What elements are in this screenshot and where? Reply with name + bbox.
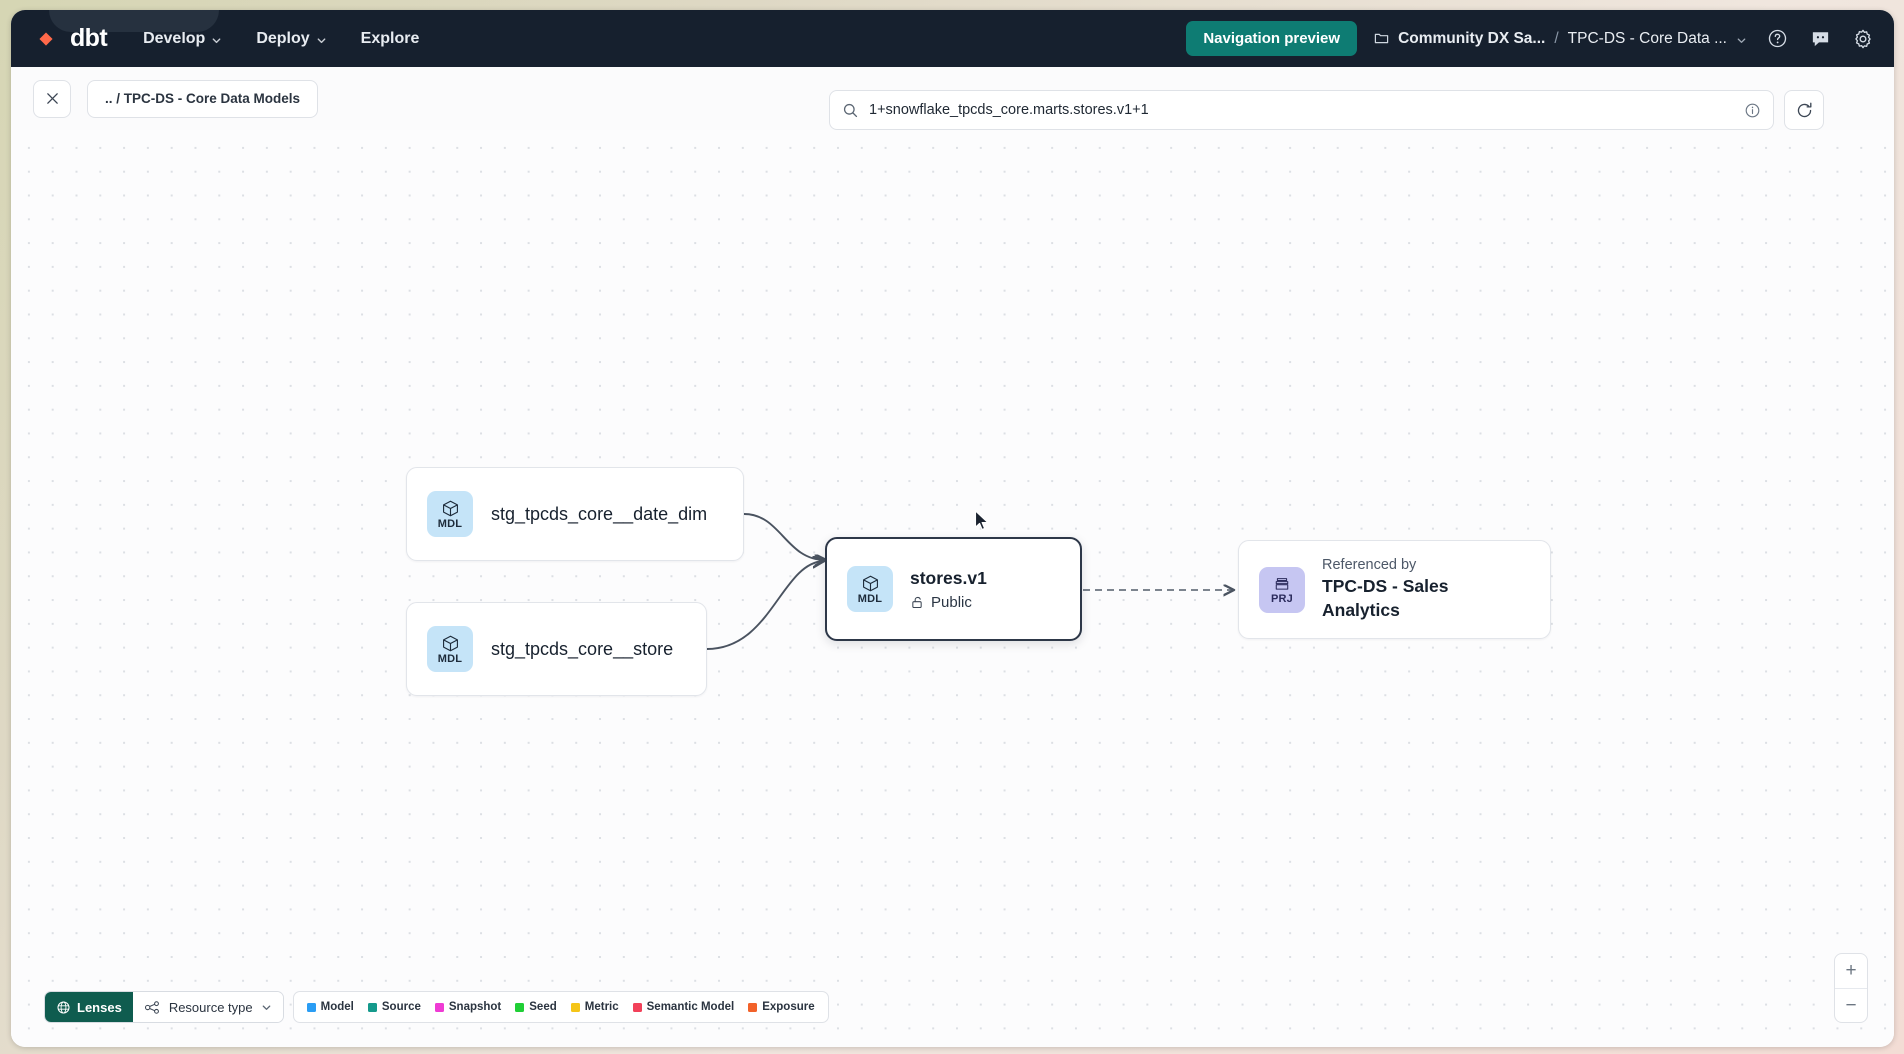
- lineage-node-label: stg_tpcds_core__store: [491, 638, 674, 659]
- chevron-down-icon[interactable]: [1736, 33, 1747, 44]
- top-nav-right-group: Navigation preview Community DX Sa... / …: [1186, 21, 1876, 56]
- nav-item-deploy-label: Deploy: [256, 29, 310, 47]
- search-box[interactable]: [829, 90, 1774, 130]
- model-badge-label: MDL: [437, 652, 463, 665]
- legend-label: Snapshot: [448, 1001, 502, 1013]
- dbt-explore-app: dbt Develop Deploy Explore Navigation pr…: [11, 10, 1894, 1047]
- cube-icon: [441, 634, 460, 653]
- help-circle-icon[interactable]: [1764, 26, 1790, 52]
- legend-swatch: [570, 1002, 580, 1012]
- feedback-chat-icon[interactable]: [1807, 26, 1833, 52]
- legend-item[interactable]: Exposure: [748, 1001, 815, 1013]
- lineage-canvas[interactable]: MDL stg_tpcds_core__date_dim MDL stg_tpc…: [11, 130, 1894, 1047]
- close-x-icon: [44, 90, 61, 107]
- lineage-edges: [706, 513, 1894, 650]
- folder-icon: [1374, 31, 1389, 46]
- legend-label: Semantic Model: [646, 1001, 735, 1013]
- breadcrumb-separator: /: [1554, 29, 1559, 47]
- chevron-down-icon: [316, 33, 327, 44]
- unlock-icon: [910, 595, 925, 610]
- legend-item[interactable]: Metric: [570, 1001, 619, 1013]
- gear-icon[interactable]: [1850, 26, 1876, 52]
- model-badge: MDL: [427, 626, 473, 672]
- edge-date-dim-to-stores: [743, 513, 825, 560]
- lineage-node-stores-v1[interactable]: MDL stores.v1 Public: [825, 537, 1082, 641]
- model-badge: MDL: [427, 491, 473, 537]
- navigation-preview-button[interactable]: Navigation preview: [1186, 21, 1358, 56]
- resource-type-dropdown[interactable]: Resource type: [132, 992, 283, 1022]
- model-badge-label: MDL: [857, 592, 883, 605]
- cube-icon: [861, 574, 880, 593]
- lineage-node-label: stores.v1: [910, 568, 987, 589]
- cube-icon: [441, 499, 460, 518]
- nodes-graph-icon: [144, 1000, 161, 1015]
- zoom-controls: + −: [1834, 953, 1868, 1023]
- legend-label: Source: [381, 1001, 421, 1013]
- model-badge: MDL: [847, 566, 893, 612]
- lineage-node-referenced-project[interactable]: PRJ Referenced by TPC-DS - Sales Analyti…: [1238, 540, 1551, 639]
- dbt-logo-icon: [31, 24, 61, 54]
- lineage-node-body: Referenced by TPC-DS - Sales Analytics: [1322, 556, 1530, 622]
- lineage-node-date-dim[interactable]: MDL stg_tpcds_core__date_dim: [406, 467, 744, 561]
- model-badge-label: MDL: [437, 517, 463, 530]
- legend-item[interactable]: Seed: [515, 1001, 557, 1013]
- brand-text: dbt: [70, 24, 108, 52]
- legend-label: Model: [320, 1001, 354, 1013]
- lineage-search-group: [829, 90, 1824, 130]
- chevron-down-icon: [261, 1002, 272, 1013]
- lenses-label: Lenses: [77, 999, 122, 1015]
- lenses-button[interactable]: Lenses: [45, 992, 133, 1022]
- legend-item[interactable]: Source: [367, 1001, 421, 1013]
- nav-item-explore[interactable]: Explore: [359, 26, 422, 52]
- account-project-breadcrumb: Community DX Sa... / TPC-DS - Core Data …: [1374, 30, 1747, 48]
- legend-swatch: [306, 1002, 316, 1012]
- legend-swatch: [367, 1002, 377, 1012]
- breadcrumb-path-button[interactable]: .. / TPC-DS - Core Data Models: [87, 79, 319, 118]
- zoom-out-button[interactable]: −: [1835, 988, 1867, 1022]
- lenses-control-group: Lenses Resource type: [44, 991, 284, 1023]
- brand-home-link[interactable]: dbt: [31, 24, 108, 54]
- lenses-toolbar: Lenses Resource type: [44, 991, 829, 1023]
- lineage-node-label: TPC-DS - Sales Analytics: [1322, 576, 1449, 620]
- zoom-in-button[interactable]: +: [1845, 960, 1857, 981]
- project-badge: PRJ: [1259, 566, 1305, 613]
- resource-type-legend: Model Source Snapshot Seed Metric Semantic Mo…: [292, 991, 829, 1023]
- edge-store-to-stores: [706, 561, 823, 650]
- refresh-icon: [1795, 101, 1814, 120]
- project-badge-label: PRJ: [1271, 592, 1293, 605]
- close-lineage-button[interactable]: [33, 79, 71, 118]
- legend-item[interactable]: Model: [306, 1001, 354, 1013]
- top-navigation-bar: dbt Develop Deploy Explore Navigation pr…: [11, 10, 1894, 67]
- referenced-by-caption: Referenced by: [1322, 557, 1417, 574]
- lens-globe-icon: [56, 1000, 71, 1015]
- nav-item-develop-label: Develop: [143, 29, 206, 47]
- nav-item-develop[interactable]: Develop: [141, 26, 224, 52]
- legend-label: Metric: [584, 1001, 619, 1013]
- chevron-down-icon: [211, 33, 222, 44]
- lineage-node-store[interactable]: MDL stg_tpcds_core__store: [406, 602, 707, 696]
- info-circle-icon[interactable]: [1744, 102, 1761, 119]
- nav-item-deploy[interactable]: Deploy: [254, 26, 328, 52]
- legend-label: Exposure: [762, 1001, 815, 1013]
- primary-nav: Develop Deploy Explore: [141, 26, 421, 52]
- legend-swatch: [632, 1002, 642, 1012]
- legend-item[interactable]: Semantic Model: [632, 1001, 735, 1013]
- resource-type-label: Resource type: [168, 999, 253, 1015]
- legend-swatch: [748, 1002, 758, 1012]
- search-icon: [842, 102, 859, 119]
- lineage-node-body: stores.v1 Public: [910, 567, 987, 611]
- nav-item-explore-label: Explore: [360, 29, 420, 47]
- refresh-button[interactable]: [1784, 90, 1824, 130]
- legend-item[interactable]: Snapshot: [434, 1001, 502, 1013]
- lineage-node-label: stg_tpcds_core__date_dim: [491, 503, 708, 524]
- stack-layers-icon: [1273, 575, 1291, 593]
- legend-swatch: [515, 1002, 525, 1012]
- legend-swatch: [434, 1002, 444, 1012]
- access-label: Public: [931, 593, 972, 611]
- legend-label: Seed: [529, 1001, 557, 1013]
- breadcrumb-project[interactable]: TPC-DS - Core Data ...: [1567, 29, 1727, 47]
- search-input[interactable]: [869, 102, 1734, 118]
- access-row: Public: [910, 594, 987, 611]
- breadcrumb-account[interactable]: Community DX Sa...: [1398, 29, 1546, 47]
